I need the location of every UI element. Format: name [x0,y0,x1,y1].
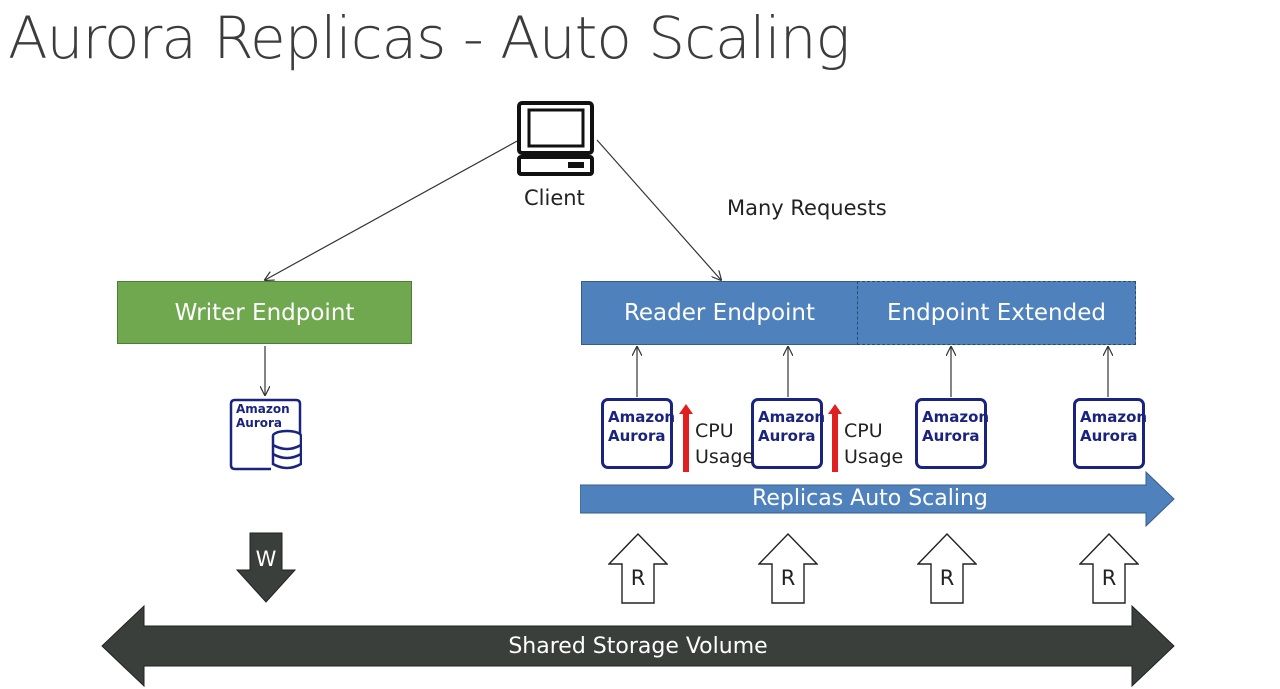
client-label: Client [524,186,585,210]
read-up-arrow-icon [917,533,977,604]
reader-endpoint-box: Reader Endpoint [581,281,858,345]
read-label-1: R [630,566,646,590]
cpu-label-1: CPU [695,420,734,442]
amazon-aurora-db-icon [229,398,303,471]
replicas-autoscaling-label: Replicas Auto Scaling [752,486,988,511]
page-title: Aurora Replicas - Auto Scaling [8,4,850,72]
write-label: W [255,547,277,571]
read-up-arrow-icon [758,533,818,604]
usage-label-2: Usage [844,446,904,468]
many-requests-label: Many Requests [727,196,887,220]
client-to-reader-connector [596,139,721,280]
read-up-arrow-icon [1079,533,1139,604]
writer-db-label-line2: Aurora [236,416,283,430]
aurora-replica-2: Amazon Aurora [751,398,826,469]
client-to-writer-connector [265,139,520,280]
cpu-label-2: CPU [844,420,883,442]
replica-4-label-line2: Aurora [1080,427,1138,445]
writer-endpoint-box: Writer Endpoint [117,281,412,344]
replica-3-label-line1: Amazon [922,408,990,426]
endpoint-extended-box: Endpoint Extended [857,281,1136,345]
replicas-autoscaling-arrow [580,471,1175,527]
replica-4-label-line1: Amazon [1080,408,1148,426]
writer-endpoint-label: Writer Endpoint [174,299,355,326]
aurora-replica-1: Amazon Aurora [601,398,676,469]
read-label-4: R [1101,566,1117,590]
replica-2-label-line1: Amazon [758,408,826,426]
replica-2-label-line2: Aurora [758,427,816,445]
read-up-arrow-icon [608,533,668,604]
endpoint-extended-label: Endpoint Extended [887,300,1106,326]
write-down-arrow-icon [236,532,296,603]
cpu-up-arrow-icon [679,404,693,472]
shared-storage-arrow [101,604,1175,688]
replica-1-label-line1: Amazon [608,408,676,426]
read-label-3: R [939,566,955,590]
aurora-replica-4: Amazon Aurora [1073,398,1148,469]
usage-label-1: Usage [695,446,755,468]
replica-3-label-line2: Aurora [922,427,980,445]
cpu-up-arrow-icon [828,404,842,472]
replica-1-label-line2: Aurora [608,427,666,445]
writer-db: Amazon Aurora [229,398,303,471]
writer-db-label-line1: Amazon [236,402,290,416]
aurora-replica-3: Amazon Aurora [915,398,990,469]
computer-terminal-icon [517,101,594,176]
shared-storage-label: Shared Storage Volume [508,634,768,659]
read-label-2: R [780,566,796,590]
reader-endpoint-label: Reader Endpoint [623,300,816,326]
